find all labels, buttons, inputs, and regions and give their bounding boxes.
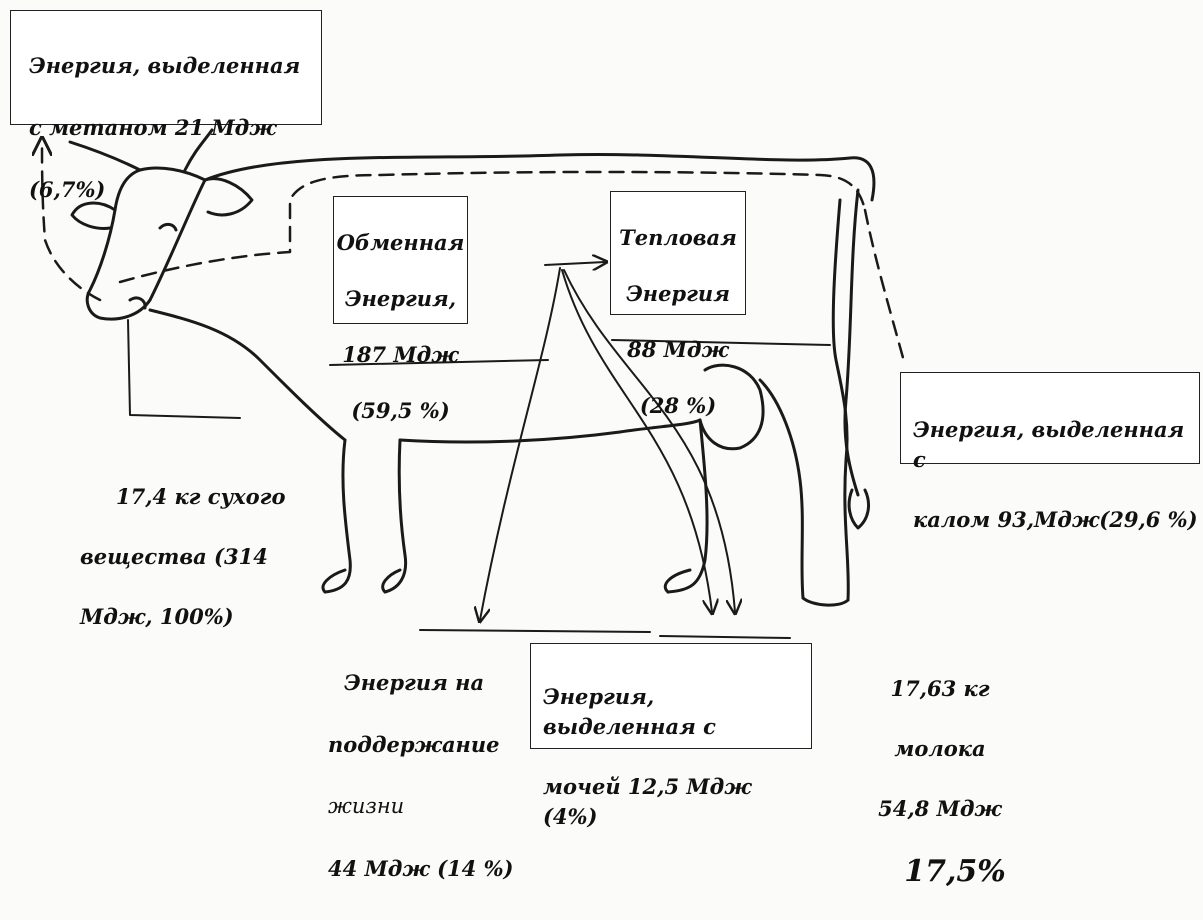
- heat-line-4: (28 %): [611, 392, 745, 420]
- feces-line-2: калом 93,Мдж(29,6 %): [913, 505, 1199, 535]
- heat-line-1: Тепловая: [611, 224, 745, 252]
- milk-line-3: 54,8 Мдж: [860, 794, 1020, 824]
- maintenance-line-4: 44 Мдж (14 %): [328, 853, 528, 884]
- heat-line-3: 88 Мдж: [611, 336, 745, 364]
- heat-energy-box: Тепловая Энергия 88 Мдж (28 %): [610, 191, 746, 315]
- metabolic-line-1: Обменная: [334, 229, 467, 257]
- urine-line-2: мочей 12,5 Мдж (4%): [543, 772, 811, 832]
- metabolic-line-4: (59,5 %): [334, 397, 467, 425]
- methane-energy-box: Энергия, выделенная с метаном 21 Мдж (6,…: [10, 10, 322, 125]
- milk-line-2: молока: [860, 734, 1020, 764]
- methane-line-2: с метаном 21 Мдж: [29, 112, 321, 143]
- milk-energy-label: 17,63 кг молока 54,8 Мдж 17,5%: [860, 644, 1020, 920]
- metabolic-energy-box: Обменная Энергия, 187 Мдж (59,5 %): [333, 196, 468, 324]
- maintenance-line-2: поддержание: [328, 729, 528, 760]
- methane-line-1: Энергия, выделенная: [29, 50, 321, 81]
- feces-line-1: Энергия, выделенная с: [913, 415, 1199, 475]
- urine-energy-box: Энергия, выделенная с мочей 12,5 Мдж (4%…: [530, 643, 812, 749]
- dry-matter-line-3: Мдж, 100%): [80, 602, 330, 632]
- feces-energy-box: Энергия, выделенная с калом 93,Мдж(29,6 …: [900, 372, 1200, 464]
- heat-line-2: Энергия: [611, 280, 745, 308]
- dry-matter-line-2: вещества (314: [80, 542, 330, 572]
- milk-percent: 17,5%: [860, 854, 1020, 890]
- maintenance-line-1: Энергия на: [328, 667, 528, 698]
- energy-flow-diagram: Энергия, выделенная с метаном 21 Мдж (6,…: [0, 0, 1203, 767]
- dry-matter-intake-label: 17,4 кг сухого вещества (314 Мдж, 100%): [80, 452, 330, 662]
- maintenance-energy-label: Энергия на поддержание жизни 44 Мдж (14 …: [328, 636, 528, 915]
- dry-matter-line-1: 17,4 кг сухого: [80, 482, 330, 512]
- metabolic-line-3: 187 Мдж: [334, 341, 467, 369]
- maintenance-line-3: жизни: [328, 791, 528, 822]
- urine-line-1: Энергия, выделенная с: [543, 682, 811, 742]
- methane-line-3: (6,7%): [29, 174, 321, 205]
- milk-line-1: 17,63 кг: [860, 674, 1020, 704]
- metabolic-line-2: Энергия,: [334, 285, 467, 313]
